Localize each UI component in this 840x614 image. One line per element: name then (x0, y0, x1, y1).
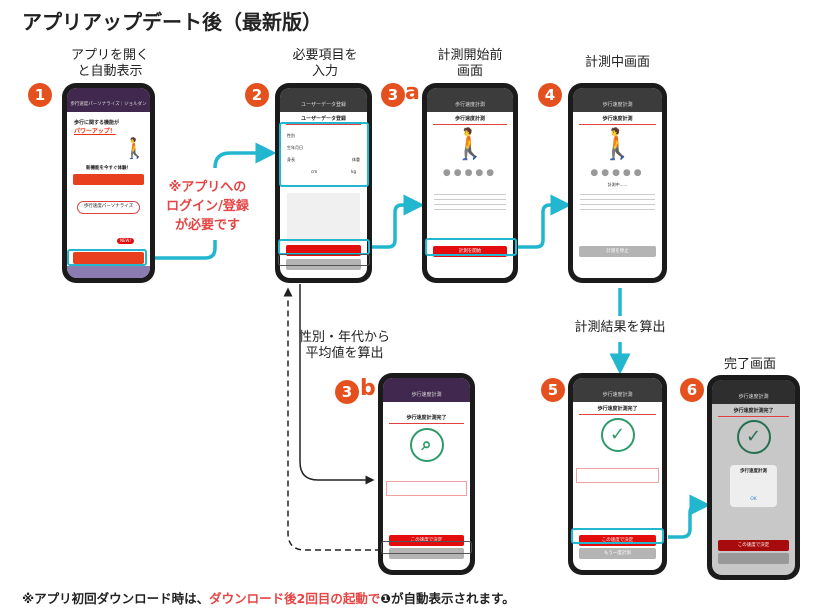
progress-dots: ●●●●● (590, 168, 645, 178)
step5-badge: 5 (541, 378, 565, 402)
check-icon: ✓ (600, 418, 635, 452)
screen-header: 歩行速度計測 (427, 88, 513, 112)
footer-part2: ダウンロード後2回目の起動で (209, 591, 381, 606)
try-now-text: 新機能を今すぐ体験！ (86, 166, 131, 171)
step1-label: アプリを開く と自動表示 (70, 48, 149, 79)
screen-subtitle: 歩行速度計測完了 (718, 407, 789, 417)
arrow-3b-back-to-2 (283, 287, 381, 551)
retry-button (718, 553, 789, 564)
step6-badge: 6 (680, 378, 704, 402)
unit-kg: kg (351, 169, 356, 174)
confirm-button: この速度で決定 (718, 540, 789, 551)
screen-subtitle: 歩行速度計測完了 (579, 405, 656, 415)
skip-button[interactable] (286, 259, 361, 270)
step1-badge: 1 (28, 83, 52, 107)
screen-header: 歩行速度パーソナライズ｜ジョルダン (67, 88, 150, 112)
screen-subtitle: 歩行速度計測 (579, 115, 656, 125)
screen-header: 歩行速度計測 (573, 378, 662, 402)
walker-icon: 🚶 (598, 127, 637, 162)
headline: 歩行に関する機能が (74, 120, 120, 126)
instructions-text (580, 192, 655, 212)
field-birthdate: 生年月日 (287, 145, 303, 150)
highlight-try-button (67, 249, 147, 266)
highlight-skip (278, 254, 370, 266)
progress-dots: ●●●●● (442, 168, 498, 178)
step2-badge: 2 (245, 83, 269, 107)
completion-dialog: 歩行速度計測 OK (730, 465, 777, 507)
step3b-badge: 3 (335, 380, 359, 404)
highlight-start (425, 238, 517, 256)
step3a-badge: 3 (381, 83, 405, 107)
footer-part3: ❶が自動表示されます。 (380, 591, 515, 606)
start-button[interactable]: 計測を開始 (433, 246, 507, 257)
step3a-label: 計測開始前 画面 (437, 48, 503, 79)
form-fields[interactable]: 性別 生年月日 身長 体重 cm kg (287, 130, 360, 178)
highlight-form (279, 122, 369, 187)
screen-header: 歩行速度計測 (712, 380, 795, 404)
browser-toolbar (67, 266, 150, 278)
result-box (386, 481, 467, 496)
screen-subtitle: ユーザーデータ登録 (286, 115, 361, 125)
retry-button[interactable]: もう一度計測 (579, 548, 656, 559)
login-notice: ※アプリへの ログイン/登録 が必要です (166, 180, 249, 233)
step6-label: 完了画面 (723, 357, 776, 372)
info-text (287, 193, 360, 243)
screen-header: 歩行速度計測 (573, 88, 662, 112)
new-badge: NEW! (117, 238, 135, 244)
arrow-2-to-3a (372, 194, 425, 249)
footer-note: ※アプリ初回ダウンロード時は、ダウンロード後2回目の起動で❶が自動表示されます。 (22, 588, 515, 607)
result-note: 計測結果を算出 (574, 320, 666, 335)
try-button-bottom[interactable] (73, 252, 144, 264)
screen-header: 歩行速度計測 (383, 378, 470, 402)
stop-button[interactable]: 計測を停止 (579, 246, 656, 257)
step2-label: 必要項目を 入力 (292, 48, 358, 79)
arrow-5-to-6 (668, 494, 711, 539)
arrow-2-to-3b (299, 284, 375, 485)
step3b-suffix: b (360, 376, 376, 401)
screen-subtitle: 歩行速度計測完了 (389, 414, 464, 424)
submit-button[interactable] (286, 245, 361, 256)
page-title: アプリアップデート後（最新版） (22, 10, 322, 34)
instructions-text (434, 192, 506, 212)
highlight-reenter (381, 541, 472, 554)
try-button-top[interactable] (73, 174, 144, 185)
walker-icon: 🚶 (122, 136, 147, 160)
phone-step2: ユーザーデータ登録 ユーザーデータ登録 性別 生年月日 身長 体重 cm kg (275, 83, 372, 283)
measuring-status: 計測中...... (607, 182, 628, 187)
footer-part1: ※アプリ初回ダウンロード時は、 (22, 591, 210, 606)
highlight-confirm (571, 528, 664, 544)
field-gender: 性別 (287, 133, 295, 138)
search-icon: ⌕ (409, 428, 444, 462)
arrow-3a-to-4 (518, 194, 572, 249)
average-note: 性別・年代から 平均値を算出 (298, 330, 390, 361)
field-weight: 体重 (352, 157, 360, 162)
confirm-button[interactable]: この速度で決定 (389, 535, 464, 546)
feature-pill[interactable]: 歩行速度パーソナライズ (77, 201, 140, 214)
confirm-button[interactable]: この速度で決定 (579, 535, 656, 546)
field-height: 身長 (287, 157, 295, 162)
check-icon: ✓ (736, 420, 771, 454)
screen-subtitle: 歩行速度計測 (433, 115, 507, 125)
highlight-submit (278, 239, 370, 255)
step3a-suffix: a (405, 80, 420, 105)
phone-step6: 歩行速度計測 歩行速度計測完了 ✓ 歩行速度計測 OK この速度で決定 (707, 375, 800, 580)
phone-step4: 歩行速度計測 歩行速度計測 🚶 ●●●●● 計測中...... 計測を停止 (568, 83, 667, 283)
unit-cm: cm (311, 169, 318, 174)
result-box (576, 468, 659, 483)
step4-badge: 4 (538, 83, 562, 107)
dialog-ok-button[interactable]: OK (750, 497, 757, 502)
step4-label: 計測中画面 (584, 55, 650, 70)
screen-header: ユーザーデータ登録 (280, 88, 367, 112)
phone-step5: 歩行速度計測 歩行速度計測完了 ✓ この速度で決定 もう一度計測 (568, 373, 667, 575)
walker-icon: 🚶 (451, 127, 489, 162)
arrow-1-to-2 (146, 153, 266, 260)
dialog-title: 歩行速度計測 (740, 469, 767, 474)
headline-emphasis: パワーアップ！ (74, 128, 116, 135)
phone-step3a: 歩行速度計測 歩行速度計測 🚶 ●●●●● 計測を開始 (422, 83, 518, 283)
